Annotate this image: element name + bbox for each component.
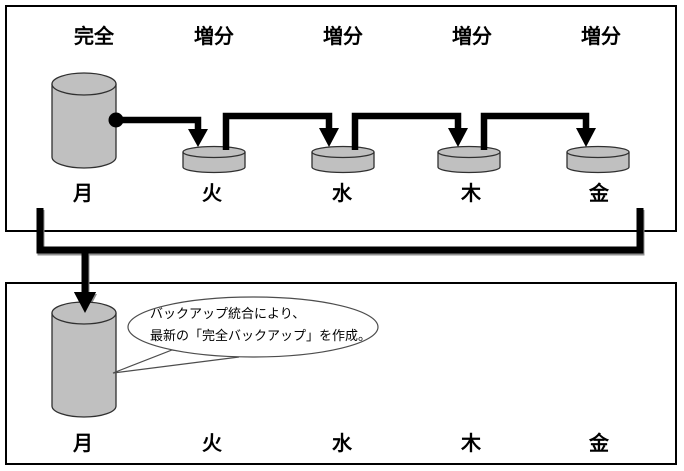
incremental-disk-wed-icon <box>311 145 375 174</box>
bottom-day-label-tue: 火 <box>202 433 222 455</box>
arrow-tue-to-wed-icon <box>222 112 339 150</box>
top-day-label-thu: 木 <box>461 183 481 205</box>
arrow-mon-to-tue-icon <box>116 116 208 147</box>
bottom-day-label-mon: 月 <box>73 433 93 455</box>
callout-text-line2: 最新の「完全バックアップ」を作成。 <box>150 328 372 343</box>
callout-bubble-icon <box>112 296 379 374</box>
full-backup-disk-icon <box>51 72 117 169</box>
incremental-chain-connectors <box>108 112 596 150</box>
consolidation-connector-icon <box>36 208 644 313</box>
callout-text-line1: バックアップ統合により、 <box>150 306 306 321</box>
incremental-disk-thu-icon <box>437 145 501 174</box>
consolidation-arrowhead-tip-icon <box>74 292 96 313</box>
top-day-label-wed: 水 <box>332 183 352 205</box>
arrow-wed-to-thu-icon <box>351 112 468 150</box>
incremental-disk-tue-icon <box>182 145 246 174</box>
top-day-label-tue: 火 <box>202 183 222 205</box>
incremental-disk-fri-icon <box>566 145 630 174</box>
type-label-fri: 増分 <box>581 26 621 48</box>
type-label-thu: 増分 <box>452 26 492 48</box>
bottom-day-label-thu: 木 <box>461 433 481 455</box>
type-label-mon: 完全 <box>74 26 114 48</box>
arrow-thu-to-fri-icon <box>480 112 596 150</box>
top-day-label-mon: 月 <box>73 183 93 205</box>
type-label-tue: 増分 <box>194 26 234 48</box>
type-label-wed: 増分 <box>323 26 363 48</box>
bottom-day-label-fri: 金 <box>589 433 609 455</box>
top-day-label-fri: 金 <box>589 183 609 205</box>
bottom-day-label-wed: 水 <box>332 433 352 455</box>
consolidated-full-backup-disk-icon <box>51 301 117 418</box>
